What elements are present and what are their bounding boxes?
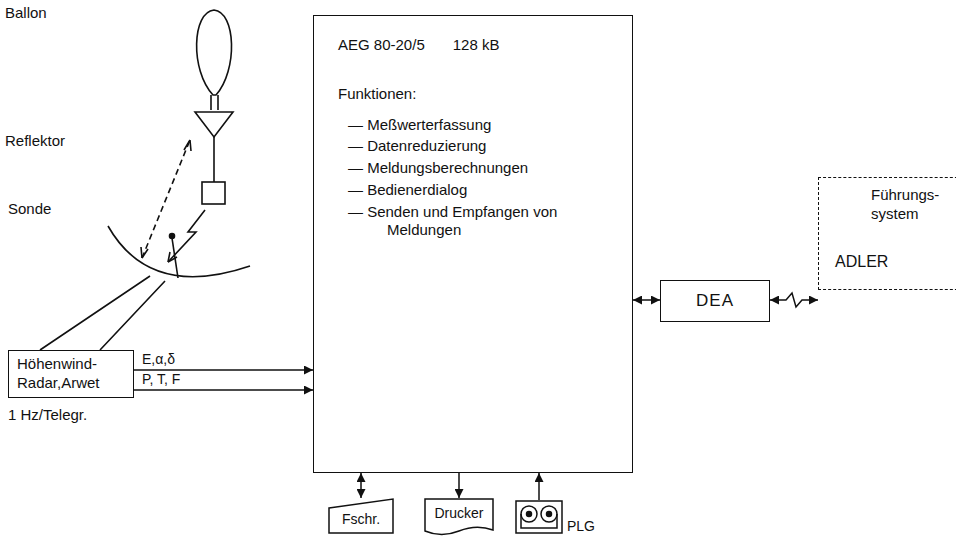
function-item: — Senden und Empfangen von Meldungen: [348, 203, 614, 241]
reflector: [195, 112, 233, 137]
command-system-box: Führungs- systemADLER: [818, 177, 956, 290]
dea-box: DEA: [660, 280, 770, 322]
system-heading: Führungs- system: [871, 186, 955, 224]
computer-name: 128 kB: [453, 36, 500, 55]
teleprinter-symbol: Fschr.: [328, 498, 394, 534]
function-heading: Funktionen:: [338, 85, 614, 104]
part-label: Sonde: [8, 200, 51, 218]
system-name: ADLER: [835, 252, 888, 272]
antenna-mount: [40, 276, 165, 350]
node-label: Fschr.: [342, 511, 380, 529]
radar-beam: [142, 140, 190, 258]
function-item: — Meldungsberechnungen: [348, 159, 614, 178]
antenna-feed: [172, 238, 178, 278]
sonde-string: [213, 137, 215, 182]
balloon: [197, 10, 232, 95]
function-item: — Datenreduzierung: [348, 137, 614, 156]
part-label: Reflektor: [5, 132, 65, 150]
balloon-neck: [211, 95, 218, 110]
tape-unit-symbol-outline: [515, 500, 563, 534]
function-item: — Bedienerdialog: [348, 181, 614, 200]
signal-label: E,α,δ: [140, 352, 177, 367]
data-arrow: [458, 473, 460, 498]
part-label: Ballon: [5, 4, 47, 22]
data-arrow: [134, 369, 313, 371]
computer-name: AEG 80-20/5: [338, 36, 425, 55]
computer-box: AEG 80-20/5 128 kB Funktionen: — Meßwerterf…: [313, 15, 633, 473]
signal-label: P, T, F: [140, 372, 182, 387]
radar-beam-head: [141, 140, 191, 258]
antenna-dish: [108, 226, 250, 277]
data-arrow: [538, 473, 540, 500]
sonde: [202, 182, 225, 204]
tape-unit-symbol: PLG: [515, 500, 563, 534]
rate-note: 1 Hz/Telegr.: [8, 406, 87, 424]
data-arrow: [134, 389, 313, 391]
node-label: Drucker: [434, 505, 483, 523]
antenna-feed-point: [170, 234, 175, 239]
radar-box: Höhenwind- Radar,Arwet: [8, 350, 134, 398]
node-label: Höhenwind- Radar,Arwet: [17, 355, 125, 393]
node-label: PLG: [567, 518, 595, 536]
bidirectional-arrow: [633, 299, 660, 301]
printer-symbol: Drucker: [424, 498, 494, 536]
node-label: DEA: [696, 290, 734, 311]
function-item: — Meßwerterfassung: [348, 116, 614, 135]
bidirectional-arrow: [770, 293, 818, 307]
bidirectional-arrow: [360, 473, 362, 498]
radio-link: [168, 210, 205, 262]
